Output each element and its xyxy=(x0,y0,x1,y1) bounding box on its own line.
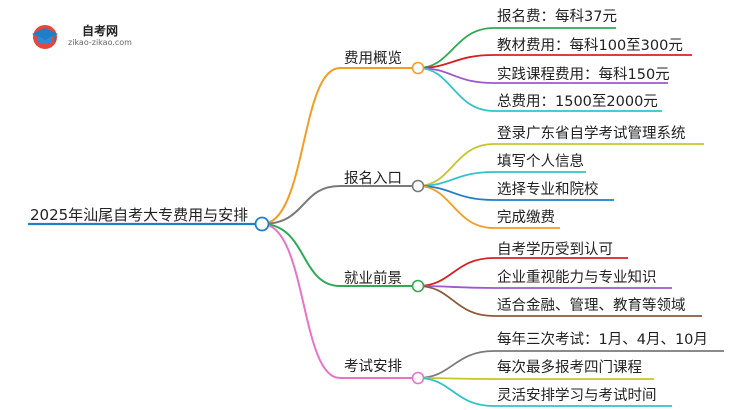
branch-node-circle xyxy=(411,371,425,385)
leaf-employment-skills: 企业重视能力与专业知识 xyxy=(497,270,657,286)
leaf-exam-flexible: 灵活安排学习与考试时间 xyxy=(497,388,657,404)
root-node-label: 2025年汕尾自考大专费用与安排 xyxy=(30,206,249,224)
branch-node-circle xyxy=(411,279,425,293)
logo-name: 自考网 xyxy=(82,24,119,38)
branch-node-circle xyxy=(411,61,425,75)
root-node-circle xyxy=(254,216,270,232)
logo-url: zikao-zikao.com xyxy=(68,38,132,47)
leaf-fees-registration: 报名费：每科37元 xyxy=(497,9,617,25)
branch-label-fees: 费用概览 xyxy=(344,51,402,67)
root-to-branch-connector xyxy=(261,223,341,379)
root-to-branch-connector xyxy=(261,223,341,287)
branch-to-leaf-connector xyxy=(417,185,495,229)
leaf-registration-payment: 完成缴费 xyxy=(497,210,555,226)
branch-label-employment: 就业前景 xyxy=(344,271,402,287)
leaf-employment-fields: 适合金融、管理、教育等领域 xyxy=(497,298,686,314)
branch-to-leaf-connector xyxy=(417,27,495,69)
graduation-cap-logo-icon xyxy=(32,25,58,49)
branch-to-leaf-connector xyxy=(417,143,495,187)
branch-to-leaf-connector xyxy=(417,377,495,407)
branch-to-leaf-connector xyxy=(417,257,495,287)
leaf-fees-textbooks: 教材费用：每科100至300元 xyxy=(497,38,683,54)
leaf-exam-three-times: 每年三次考试：1月、4月、10月 xyxy=(497,332,708,348)
leaf-registration-major: 选择专业和院校 xyxy=(497,182,599,198)
branch-to-leaf-connector xyxy=(417,350,495,379)
leaf-registration-login: 登录广东省自学考试管理系统 xyxy=(497,126,686,142)
leaf-fees-practice: 实践课程费用：每科150元 xyxy=(497,67,670,83)
branch-label-registration: 报名入口 xyxy=(344,171,402,187)
leaf-employment-recognized: 自考学历受到认可 xyxy=(497,242,613,258)
root-to-branch-connector xyxy=(261,67,341,225)
root-to-branch-connector xyxy=(261,185,341,225)
leaf-exam-four-courses: 每次最多报考四门课程 xyxy=(497,360,642,376)
branch-label-exam-schedule: 考试安排 xyxy=(344,359,402,375)
site-logo[interactable]: 自考网 zikao-zikao.com xyxy=(30,20,140,54)
leaf-registration-info: 填写个人信息 xyxy=(497,154,584,170)
branch-node-circle xyxy=(411,179,425,193)
branch-to-leaf-connector xyxy=(417,67,495,112)
leaf-fees-total: 总费用：1500至2000元 xyxy=(497,94,658,110)
branch-to-leaf-connector xyxy=(417,285,495,317)
